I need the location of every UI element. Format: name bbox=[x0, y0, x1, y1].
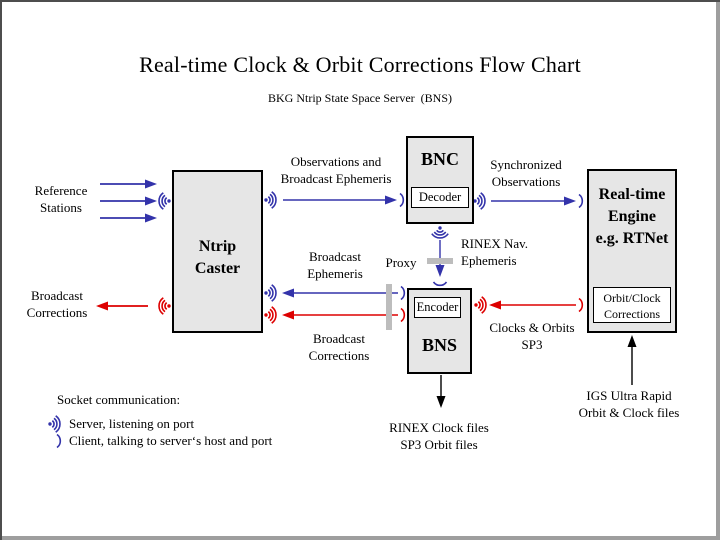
label-line: RINEX Clock files bbox=[389, 420, 489, 435]
legend-server-icon bbox=[47, 414, 61, 434]
synchronized-observations-arrow bbox=[472, 192, 584, 210]
legend-client-icon bbox=[56, 433, 62, 449]
label-line: SP3 bbox=[521, 337, 543, 352]
label-broadcast-corrections-left: Broadcast Corrections bbox=[7, 287, 107, 321]
clocks-orbits-arrow bbox=[473, 295, 584, 315]
label-line: Stations bbox=[40, 200, 82, 215]
label-line: SP3 Orbit files bbox=[400, 437, 478, 452]
legend-heading: Socket communication: bbox=[57, 392, 181, 407]
box-title-line: e.g. RTNet bbox=[595, 230, 669, 247]
legend-client-label: Client, talking to server‘s host and por… bbox=[69, 433, 273, 448]
label-line: Ephemeris bbox=[461, 253, 517, 268]
igs-input-arrow bbox=[627, 335, 637, 385]
label-rinex-files: RINEX Clock files SP3 Orbit files bbox=[364, 419, 514, 453]
client-socket-icon bbox=[432, 281, 448, 287]
bnc-box: BNC Decoder bbox=[406, 136, 474, 224]
server-socket-icon bbox=[158, 192, 172, 210]
bnc-label: BNC bbox=[420, 149, 459, 169]
label-reference-stations: Reference Stations bbox=[11, 182, 111, 216]
label-line: Ephemeris bbox=[307, 266, 363, 281]
realtime-engine-label: Real-time Engine e.g. RTNet bbox=[589, 171, 675, 250]
label-synchronized: Synchronized Observations bbox=[461, 156, 591, 190]
label-broadcast-ephemeris: Broadcast Ephemeris bbox=[275, 248, 395, 282]
label-line: RINEX Nav. bbox=[461, 236, 529, 251]
server-socket-icon bbox=[263, 191, 277, 209]
realtime-engine-box: Real-time Engine e.g. RTNet Orbit/Clock … bbox=[587, 169, 677, 333]
label-line: Corrections bbox=[308, 348, 370, 363]
broadcast-ephemeris-arrow bbox=[263, 283, 406, 303]
encoder-box: Encoder bbox=[414, 297, 461, 318]
client-socket-icon bbox=[578, 297, 584, 313]
box-title-line: Real-time bbox=[598, 186, 666, 203]
ref-stations-arrows bbox=[100, 179, 172, 223]
subbox-line: Corrections bbox=[604, 307, 660, 321]
client-socket-icon bbox=[399, 192, 405, 208]
broadcast-corrections-left-arrow bbox=[96, 296, 172, 316]
bns-box: Encoder BNS bbox=[407, 288, 472, 374]
label-proxy: Proxy bbox=[385, 255, 417, 270]
page-subtitle: BKG Ntrip State Space Server (BNS) bbox=[268, 91, 452, 105]
server-socket-icon bbox=[263, 283, 277, 303]
subbox-line: Orbit/Clock bbox=[603, 291, 661, 305]
label-line: Orbit & Clock files bbox=[578, 405, 680, 420]
broadcast-corrections-mid-arrow bbox=[263, 305, 406, 325]
client-socket-icon bbox=[400, 307, 406, 323]
page-title: Real-time Clock & Orbit Corrections Flow… bbox=[139, 52, 581, 77]
label-clocks-orbits: Clocks & Orbits SP3 bbox=[467, 319, 597, 353]
label-line: Clocks & Orbits bbox=[489, 320, 575, 335]
label-line: Broadcast bbox=[31, 288, 83, 303]
server-socket-icon bbox=[430, 225, 450, 239]
legend-server-label: Server, listening on port bbox=[69, 416, 195, 431]
rinex-nav-link bbox=[427, 225, 453, 287]
ntrip-caster-box: Ntrip Caster bbox=[172, 170, 263, 333]
label-line: IGS Ultra Rapid bbox=[586, 388, 672, 403]
client-socket-icon bbox=[578, 193, 584, 209]
server-socket-icon bbox=[472, 192, 486, 210]
decoder-box: Decoder bbox=[411, 187, 469, 208]
server-socket-icon bbox=[158, 296, 172, 316]
bns-output-arrow bbox=[436, 375, 446, 408]
proxy-bar-horizontal bbox=[427, 258, 453, 264]
box-title-line: Caster bbox=[194, 260, 241, 277]
label-rinex-nav: RINEX Nav. Ephemeris bbox=[461, 235, 561, 269]
server-socket-icon bbox=[263, 305, 277, 325]
proxy-bar-vertical bbox=[386, 284, 392, 330]
label-line: Broadcast bbox=[313, 331, 365, 346]
label-line: Corrections bbox=[26, 305, 88, 320]
ntrip-caster-label: Ntrip Caster bbox=[174, 172, 261, 280]
label-line: Reference bbox=[34, 183, 88, 198]
label-line: Synchronized bbox=[490, 157, 562, 172]
bns-label: BNS bbox=[421, 335, 457, 355]
label-line: Observations and bbox=[290, 154, 382, 169]
label-igs: IGS Ultra Rapid Orbit & Clock files bbox=[554, 387, 704, 421]
server-socket-icon bbox=[473, 295, 487, 315]
observations-arrow bbox=[263, 191, 405, 209]
box-title-line: Ntrip bbox=[198, 238, 237, 255]
label-broadcast-corrections-mid: Broadcast Corrections bbox=[279, 330, 399, 364]
label-observations: Observations and Broadcast Ephemeris bbox=[261, 153, 411, 187]
box-title-line: Engine bbox=[607, 208, 656, 225]
label-line: Broadcast Ephemeris bbox=[280, 171, 392, 186]
label-line: Observations bbox=[491, 174, 561, 189]
orbit-clock-corrections-box: Orbit/Clock Corrections bbox=[593, 287, 671, 323]
label-line: Broadcast bbox=[309, 249, 361, 264]
client-socket-icon bbox=[400, 285, 406, 301]
